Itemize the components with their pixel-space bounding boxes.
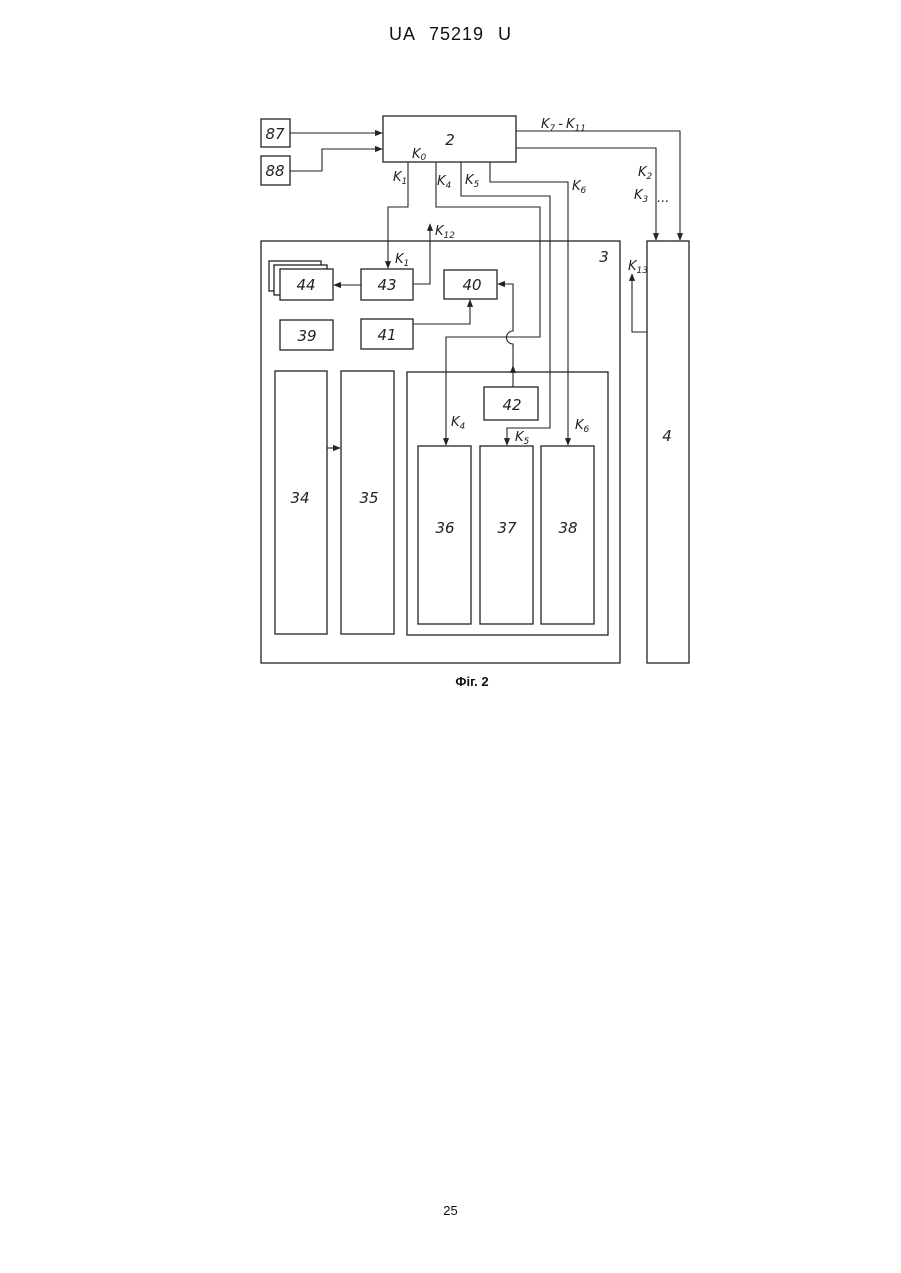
wire-k7-k11-to-4 xyxy=(516,131,680,240)
wire-k12-out xyxy=(413,224,430,284)
label-k5-inner: K5 xyxy=(515,430,530,447)
block-41-label: 41 xyxy=(377,326,396,344)
figure-caption: Фіг. 2 xyxy=(0,674,901,689)
label-k6-inner: K6 xyxy=(575,418,590,435)
block-35-label: 35 xyxy=(359,489,378,507)
wire-88-to-2 xyxy=(290,149,382,171)
block-38-label: 38 xyxy=(558,519,577,537)
label-k3: K3 xyxy=(634,188,649,205)
label-k5-top: K5 xyxy=(465,173,480,190)
block-39-label: 39 xyxy=(297,327,316,345)
block-4 xyxy=(647,241,689,663)
label-k6-top: K6 xyxy=(572,179,587,196)
block-40-label: 40 xyxy=(462,276,481,294)
block-2-label: 2 xyxy=(445,131,455,149)
block-42-label: 42 xyxy=(502,396,521,414)
block-44-label: 44 xyxy=(296,276,315,294)
label-k1-top: K1 xyxy=(393,170,407,187)
block-36-label: 36 xyxy=(435,519,454,537)
label-ellipsis: ... xyxy=(657,191,669,206)
block-87-label: 87 xyxy=(265,125,285,143)
label-k2: K2 xyxy=(638,165,653,182)
page-number: 25 xyxy=(0,1203,901,1218)
label-k4-inner: K4 xyxy=(451,415,466,432)
frame-3-label: 3 xyxy=(599,248,609,266)
block-37-label: 37 xyxy=(497,519,517,537)
label-k13: K13 xyxy=(628,259,648,276)
label-k12: K12 xyxy=(435,224,455,241)
label-k4-top: K4 xyxy=(437,174,452,191)
block-88-label: 88 xyxy=(265,162,284,180)
block-4-label: 4 xyxy=(662,427,672,445)
wire-41-to-40 xyxy=(413,300,470,324)
block-43-label: 43 xyxy=(377,276,396,294)
block-diagram: 87 88 2 3 4 44 43 40 39 41 34 35 42 36 3… xyxy=(0,0,901,700)
wire-k13-feedback xyxy=(632,274,647,332)
label-k1-inner: K1 xyxy=(395,252,409,269)
block-34-label: 34 xyxy=(290,489,309,507)
